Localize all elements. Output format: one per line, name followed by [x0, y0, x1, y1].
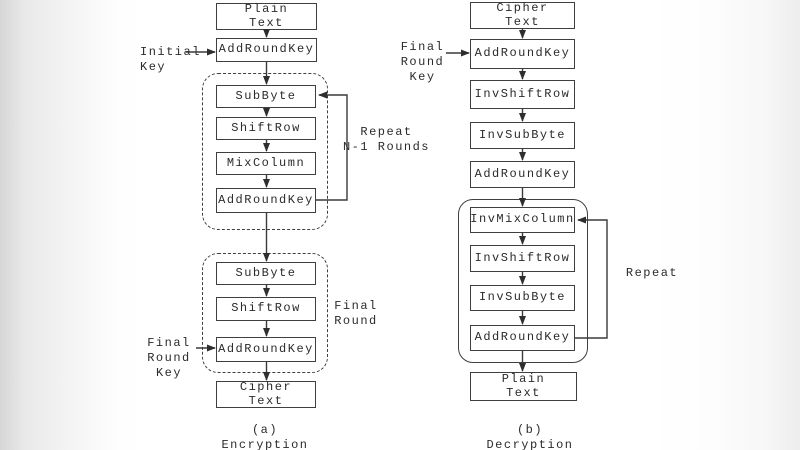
- enc-final-shiftrow-box: ShiftRow: [216, 297, 316, 321]
- dec-invmixcolumn-box: InvMixColumn: [470, 207, 575, 233]
- dec-loop-invsubbyte-box: InvSubByte: [470, 285, 575, 311]
- dec-invshiftrow-box: InvShiftRow: [470, 80, 575, 109]
- decryption-caption: (b) Decryption: [486, 423, 574, 450]
- dec-final-round-key-label: Final Round Key: [400, 40, 445, 84]
- enc-addroundkey-initial-box: AddRoundKey: [216, 38, 317, 62]
- dec-addroundkey-initial-box: AddRoundKey: [470, 39, 575, 69]
- encryption-caption: (a) Encryption: [221, 423, 309, 450]
- left-edge-shade: [0, 0, 140, 450]
- dec-cipher-text-box: Cipher Text: [470, 1, 575, 29]
- enc-final-round-key-label: Final Round Key: [147, 336, 191, 380]
- dec-invsubbyte-box: InvSubByte: [470, 122, 575, 149]
- enc-final-subbyte-box: SubByte: [216, 262, 316, 285]
- initial-key-label: Initial Key: [140, 45, 201, 74]
- enc-repeat-label: Repeat N-1 Rounds: [342, 125, 430, 154]
- dec-addroundkey-mid-box: AddRoundKey: [470, 161, 575, 188]
- enc-plain-text-box: Plain Text: [216, 2, 317, 30]
- dec-repeat-label: Repeat: [625, 266, 679, 280]
- enc-final-round-label: Final Round: [334, 299, 378, 328]
- enc-mixcolumn-box: MixColumn: [216, 152, 316, 175]
- enc-final-addroundkey-box: AddRoundKey: [216, 337, 316, 362]
- enc-shiftrow-box: ShiftRow: [216, 117, 316, 140]
- enc-cipher-text-box: Cipher Text: [216, 380, 316, 408]
- enc-addroundkey-loop-box: AddRoundKey: [216, 188, 316, 213]
- dec-plain-text-box: Plain Text: [470, 372, 577, 401]
- dec-loop-addroundkey-box: AddRoundKey: [470, 325, 575, 351]
- right-edge-shade: [650, 0, 800, 450]
- enc-subbyte-box: SubByte: [216, 85, 316, 108]
- dec-loop-invshiftrow-box: InvShiftRow: [470, 245, 575, 272]
